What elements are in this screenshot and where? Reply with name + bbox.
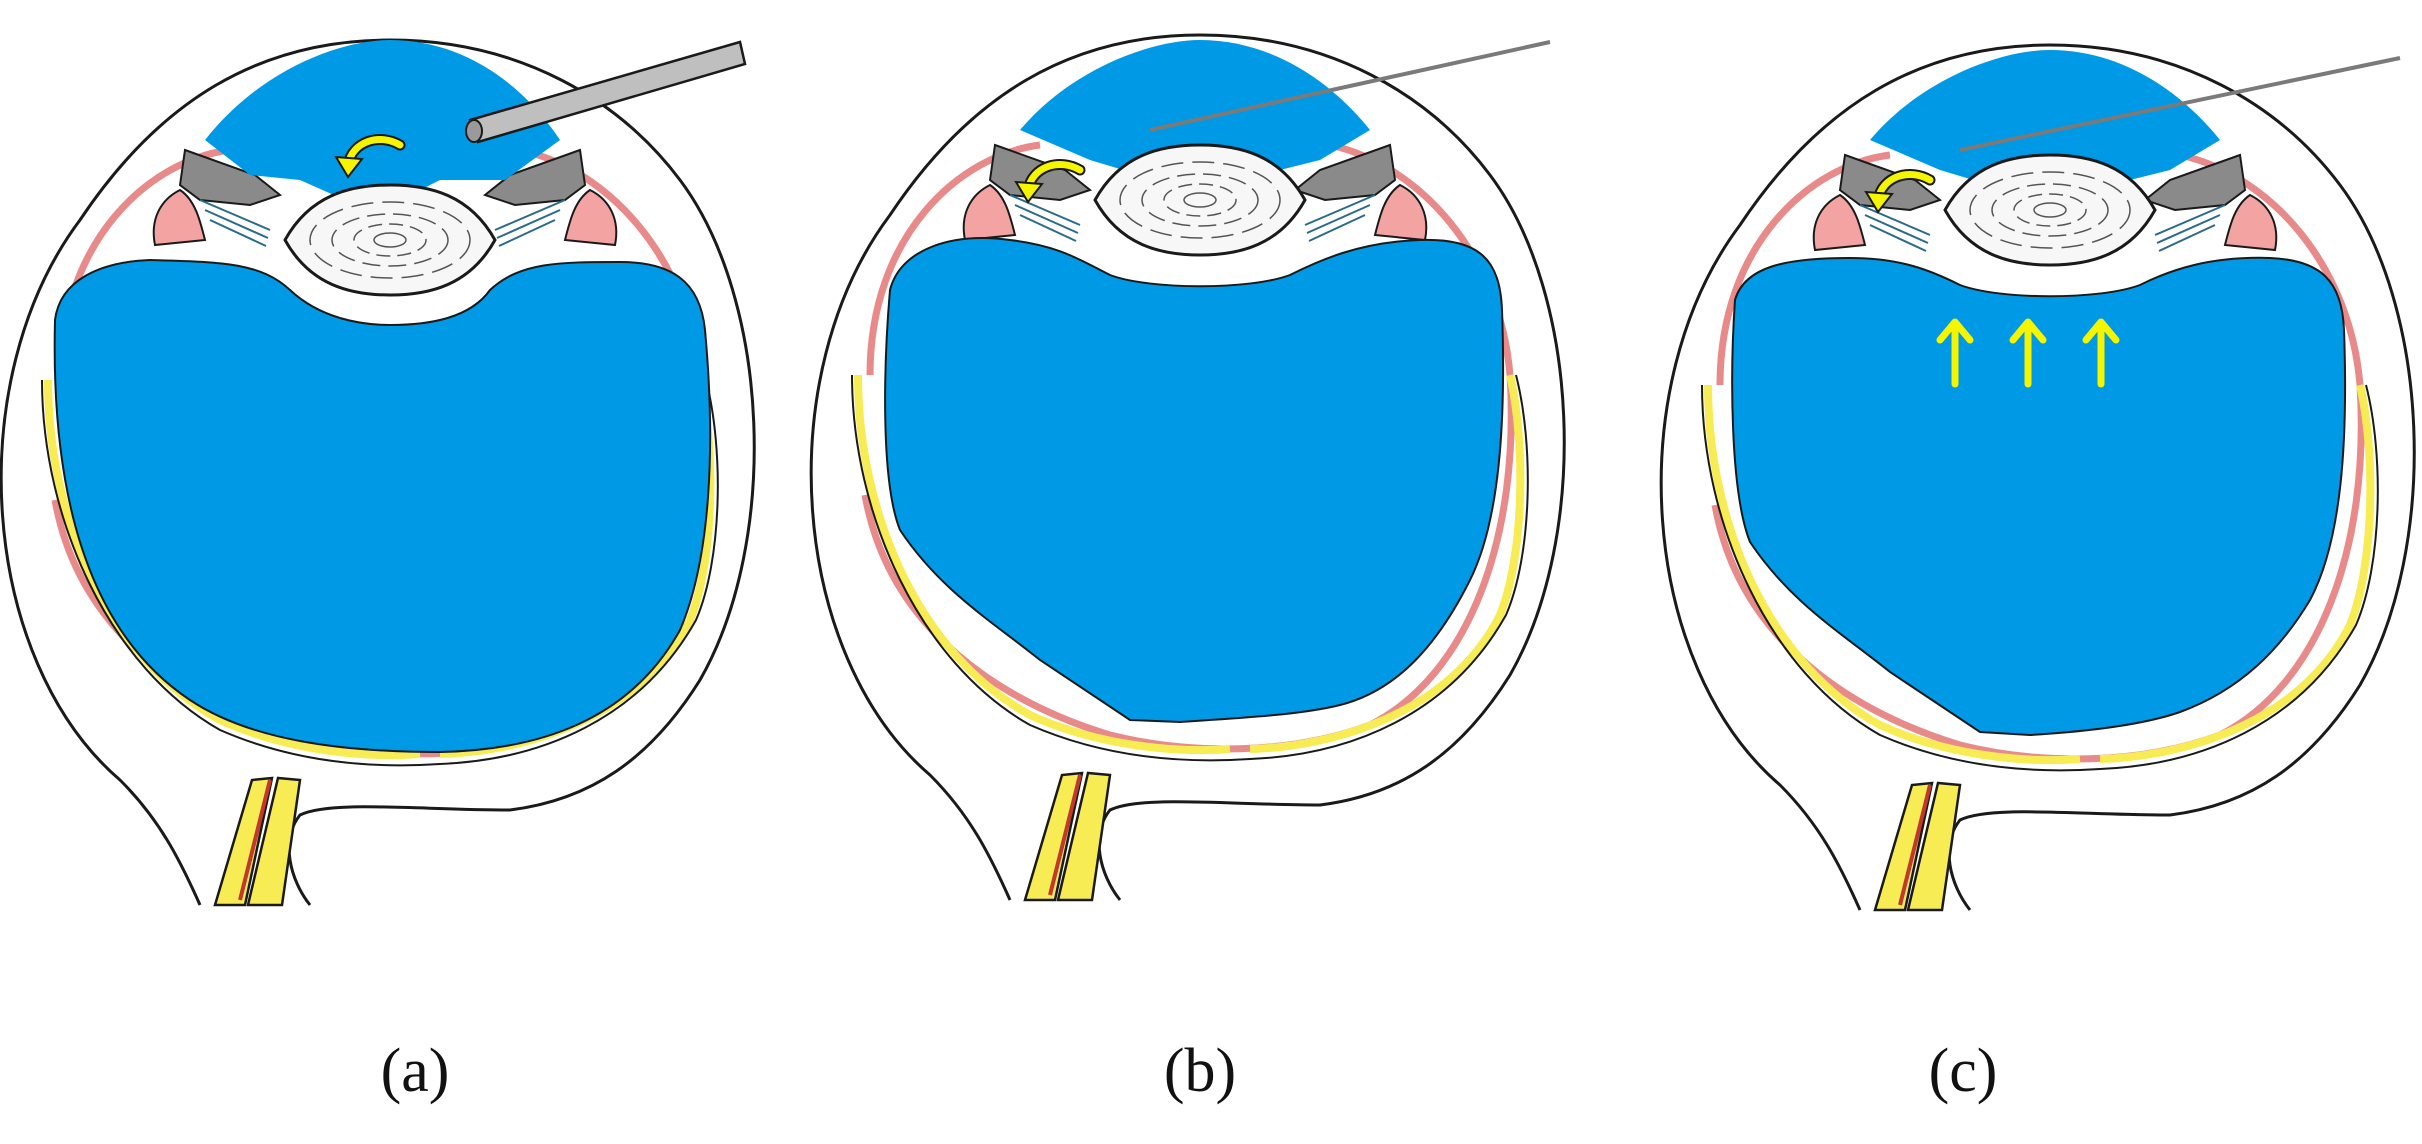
vitreous-fluid bbox=[1731, 256, 2347, 737]
needle bbox=[1959, 56, 2401, 152]
anterior-fluid bbox=[1020, 40, 1370, 185]
cannula bbox=[465, 40, 747, 144]
panel-label-b: (b) bbox=[1163, 1037, 1237, 1105]
vitreous-fluid bbox=[884, 237, 1505, 724]
needle bbox=[1149, 40, 1551, 132]
panel-c bbox=[1661, 45, 2414, 910]
vitreous-fluid bbox=[53, 258, 712, 754]
panel-label-c: (c) bbox=[1928, 1037, 1998, 1105]
panel-b bbox=[811, 35, 1564, 900]
anterior-fluid bbox=[1870, 50, 2220, 195]
anterior-fluid bbox=[205, 40, 560, 200]
panel-a bbox=[1, 40, 754, 905]
panel-label-a: (a) bbox=[380, 1037, 450, 1105]
